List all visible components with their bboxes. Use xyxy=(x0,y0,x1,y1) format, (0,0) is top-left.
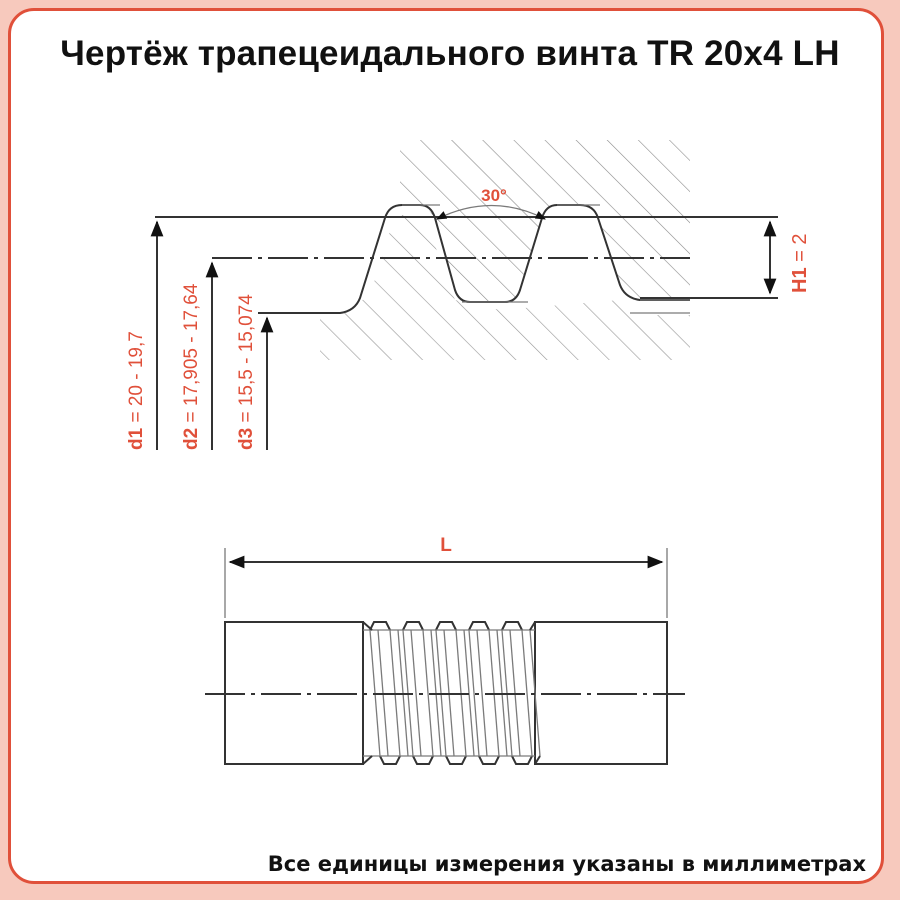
thread-flank xyxy=(412,755,434,765)
d2-symbol: d2 xyxy=(181,428,202,450)
thread-flank xyxy=(445,755,467,765)
thread-flank xyxy=(379,755,401,765)
thread-flank xyxy=(362,621,373,631)
thread-flank xyxy=(501,621,523,631)
d1-symbol: d1 xyxy=(126,427,147,450)
thread-flank xyxy=(468,621,490,631)
thread-profile: 30° d1 = 20 - 19,7 d2 = 17,905 - 17,64 d… xyxy=(126,140,811,450)
thread-flank xyxy=(534,755,541,765)
thread-flank xyxy=(410,629,422,757)
h1-label: H1 = 2 xyxy=(789,234,811,294)
angle-arc xyxy=(436,204,546,220)
d1-label: d1 = 20 - 19,7 xyxy=(126,331,147,450)
thread-flank xyxy=(521,629,533,757)
page-title: Чертёж трапецеидального винта TR 20x4 LH xyxy=(60,34,840,73)
thread-flank xyxy=(402,621,424,631)
thread-flank xyxy=(422,629,434,757)
length-label: L xyxy=(440,535,452,556)
d3-label: d3 = 15,5 - 15,074 xyxy=(236,294,257,450)
angle-label: 30° xyxy=(481,186,507,205)
d2-value: = 17,905 - 17,64 xyxy=(181,283,202,428)
d3-value: = 15,5 - 15,074 xyxy=(236,294,257,428)
h1-value: = 2 xyxy=(789,234,811,268)
units-note: Все единицы измерения указаны в миллимет… xyxy=(267,852,866,876)
h1-symbol: H1 xyxy=(789,267,811,293)
hatched-section xyxy=(320,140,690,360)
thread-flank xyxy=(511,755,533,765)
thread-flank xyxy=(476,629,488,757)
thread-flank xyxy=(435,621,457,631)
d1-value: = 20 - 19,7 xyxy=(126,331,147,428)
screw-side-view: L xyxy=(205,535,685,765)
thread-flank xyxy=(529,621,536,631)
thread-flank xyxy=(468,629,480,757)
thread-flank xyxy=(369,621,391,631)
thread-flank xyxy=(362,755,373,765)
d3-symbol: d3 xyxy=(236,428,257,450)
d2-label: d2 = 17,905 - 17,64 xyxy=(181,283,202,450)
thread-flank xyxy=(478,755,500,765)
